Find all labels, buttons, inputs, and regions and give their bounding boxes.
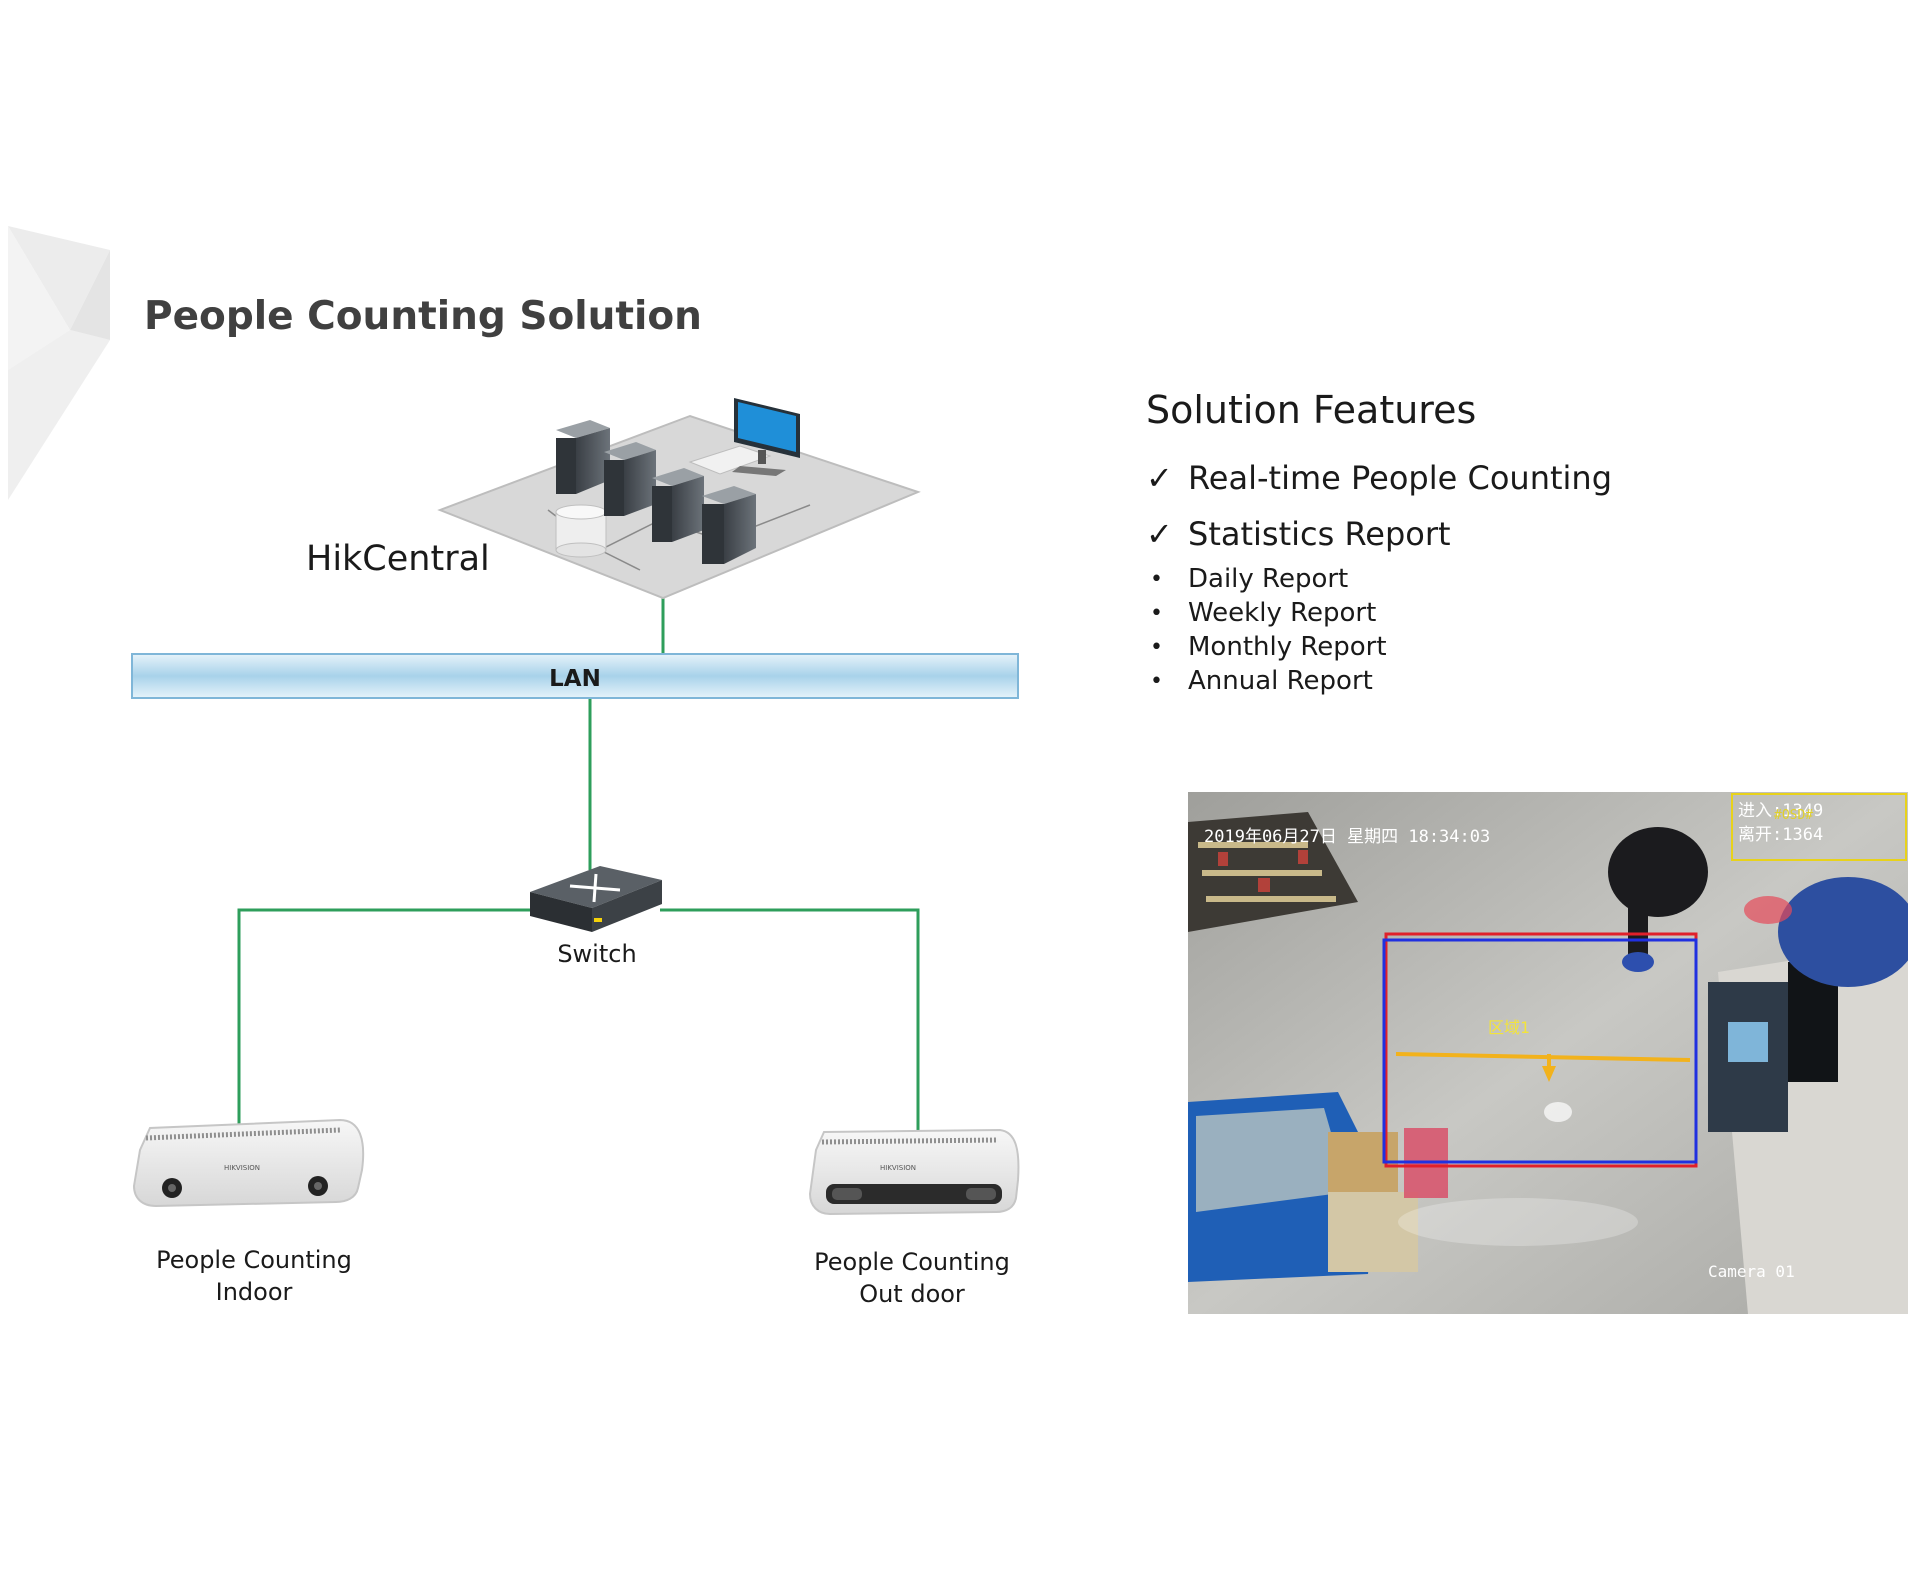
feature-label: Statistics Report [1188, 515, 1451, 553]
store-scene [1188, 792, 1908, 1314]
lens-window-icon [826, 1184, 1002, 1204]
report-label: Weekly Report [1188, 598, 1377, 628]
bullet-icon: • [1150, 566, 1163, 592]
hikcentral-server-group [437, 398, 921, 600]
hikcentral-label: HikCentral [306, 539, 490, 579]
solution-features-panel: Solution Features ✓ Real-time People Cou… [1146, 388, 1846, 698]
report-label: Daily Report [1188, 564, 1349, 594]
outdoor-camera-label-line1: People Counting [814, 1248, 1010, 1276]
switch-indoor-connector [237, 908, 530, 1135]
database-icon [555, 504, 607, 558]
camera-timestamp: 2019年06月27日 星期四 18:34:03 [1204, 827, 1491, 847]
server-icon [556, 420, 610, 494]
counter-box [1731, 793, 1907, 861]
indoor-camera-brand: HIKVISION [224, 1164, 260, 1172]
indoor-camera-label-line1: People Counting [156, 1246, 352, 1274]
report-list-item: • Weekly Report [1146, 596, 1846, 630]
server-icon [604, 442, 656, 516]
direction-arrow-icon [1542, 1066, 1556, 1082]
check-icon: ✓ [1146, 515, 1173, 553]
bullet-icon: • [1150, 634, 1163, 660]
lan-bar: LAN [131, 653, 1019, 699]
outdoor-counting-camera: HIKVISION [808, 1128, 1020, 1216]
counting-region-blue [1382, 938, 1698, 1164]
counting-line [1395, 1052, 1691, 1062]
report-list-item: • Annual Report [1146, 664, 1846, 698]
report-list-item: • Daily Report [1146, 562, 1846, 596]
server-icon [652, 468, 704, 542]
server-icon [702, 486, 756, 564]
connector-lines [237, 592, 920, 1145]
monitor-icon [732, 398, 800, 476]
feature-item: ✓ Statistics Report [1146, 506, 1846, 562]
features-heading: Solution Features [1146, 388, 1477, 432]
report-label: Annual Report [1188, 666, 1373, 696]
entry-counter: 进入:1349 [1738, 801, 1824, 821]
indoor-camera-label-line2: Indoor [216, 1278, 293, 1306]
report-label: Monthly Report [1188, 632, 1387, 662]
indoor-counting-camera: HIKVISION [132, 1118, 365, 1208]
switch-outdoor-connector [660, 908, 920, 1145]
network-diagram: HikCentral LAN Switch HIKVISION People C… [131, 398, 1020, 1308]
exit-counter: 离开:1364 [1738, 825, 1824, 845]
lan-label: LAN [549, 666, 601, 692]
camera-feed-preview: 2019年06月27日 星期四 18:34:03 进入:1349 离开:1364… [1188, 792, 1908, 1314]
switch-label: Switch [557, 940, 636, 968]
osd-tag: #OSD# [1774, 808, 1814, 823]
bullet-icon: • [1150, 600, 1163, 626]
region-label: 区域1 [1488, 1018, 1530, 1037]
report-list-item: • Monthly Report [1146, 630, 1846, 664]
outdoor-camera-label-line2: Out door [859, 1280, 965, 1308]
bullet-icon: • [1150, 668, 1163, 694]
page-title: People Counting Solution [144, 294, 702, 339]
brand-arrow-icon [8, 226, 110, 500]
switch-icon [530, 866, 662, 932]
check-icon: ✓ [1146, 459, 1173, 497]
feature-label: Real-time People Counting [1188, 459, 1612, 497]
outdoor-camera-brand: HIKVISION [880, 1164, 916, 1172]
camera-name: Camera 01 [1708, 1262, 1795, 1281]
feature-item: ✓ Real-time People Counting [1146, 450, 1846, 506]
